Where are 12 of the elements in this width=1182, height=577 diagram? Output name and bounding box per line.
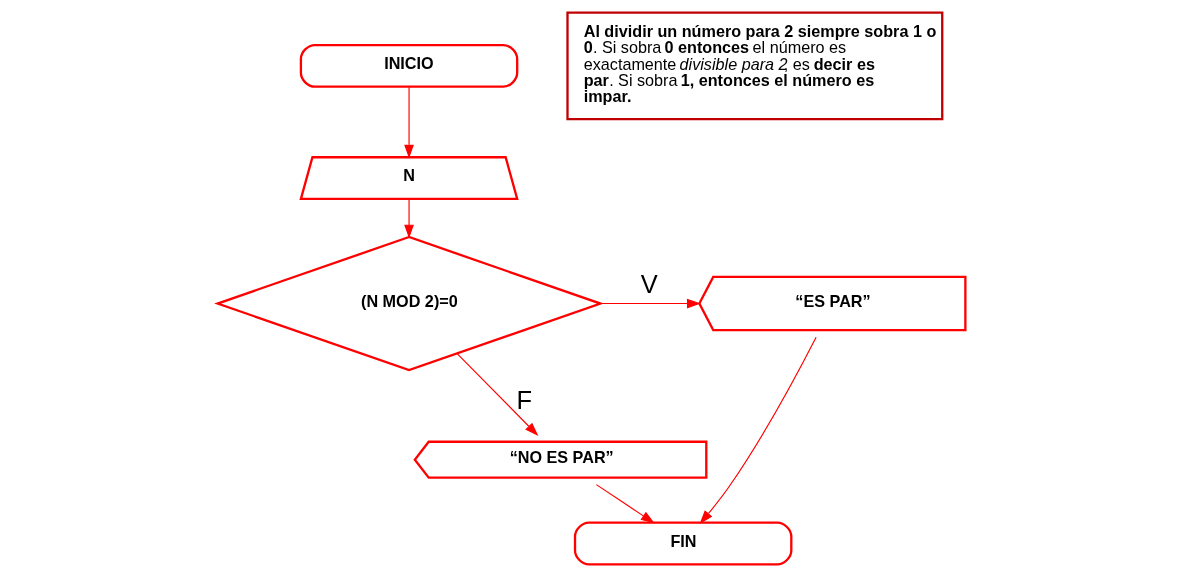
arrow <box>595 484 655 524</box>
node-box: INICIO <box>299 43 518 88</box>
arrow <box>699 336 817 525</box>
node-box: FIN <box>573 521 792 566</box>
node-diamond: (N MOD 2)=0 <box>213 235 604 372</box>
arrow <box>456 353 538 437</box>
edge-label: F <box>516 385 532 414</box>
arrow <box>403 86 414 159</box>
node-box: Al dividir un número para 2 siempre sobra 1 o 0. Si sobra 0 entonces el número es exactamente divisible para 2, es decir es par. Si sobra 1, entonces el número es impar. <box>565 11 943 121</box>
arrow <box>403 198 414 239</box>
arrow <box>599 298 701 309</box>
edge-label: V <box>640 269 658 298</box>
